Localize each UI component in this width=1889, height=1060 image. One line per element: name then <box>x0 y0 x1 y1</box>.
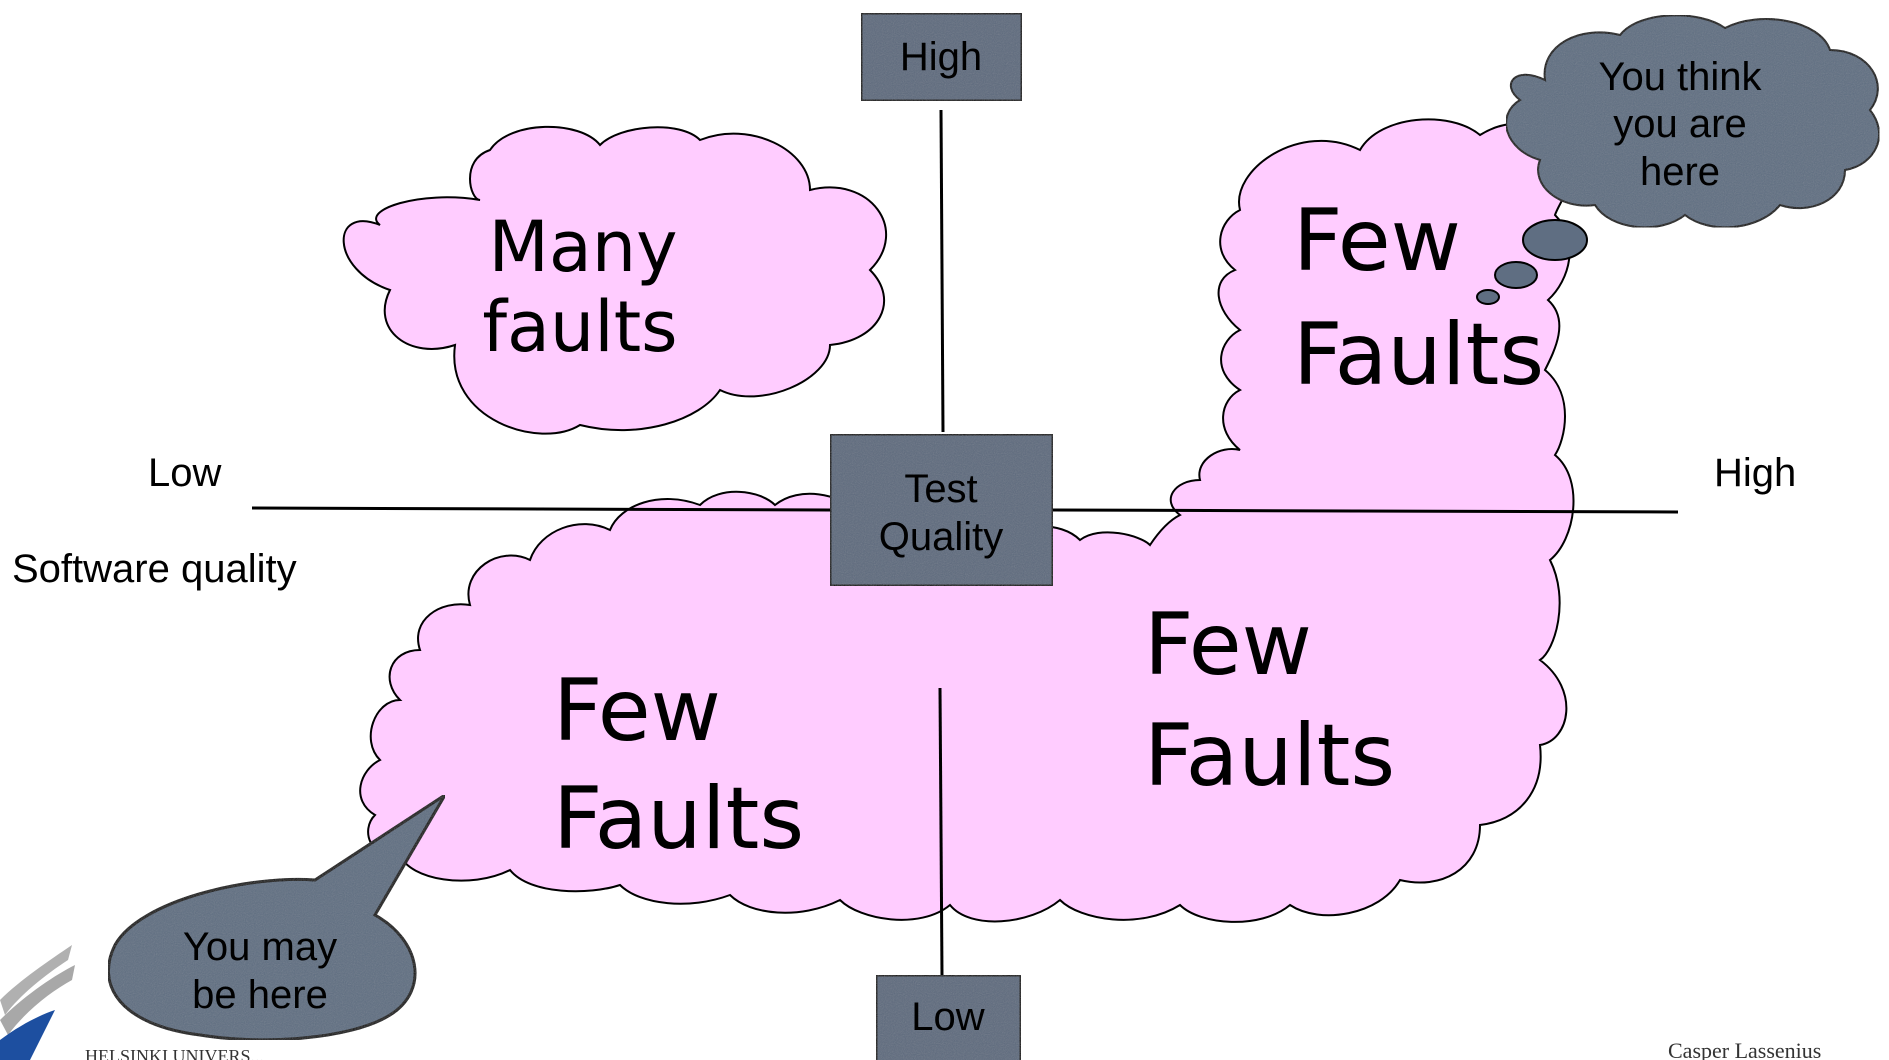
university-logo <box>0 945 75 1060</box>
horizontal-axis-right <box>1052 508 1679 514</box>
thought-dot-small <box>1476 289 1500 305</box>
thought-line3: here <box>1640 150 1720 194</box>
cloud-bottom-right-line1: Few <box>1144 595 1312 695</box>
horizontal-high-label: High <box>1714 451 1796 495</box>
cloud-bottom-left-line1: Few <box>553 661 721 761</box>
vertical-axis-top <box>939 109 945 433</box>
cloud-bottom-right-line2: Faults <box>1144 706 1395 806</box>
thought-dot-large <box>1522 219 1588 261</box>
horizontal-axis-left <box>251 506 831 512</box>
thought-bubble <box>1505 14 1881 229</box>
low-box-label: Low <box>911 995 984 1039</box>
thought-line1: You think <box>1598 55 1762 99</box>
speech-line1: You may <box>183 925 337 969</box>
cloud-top-left-line2: faults <box>482 286 677 368</box>
thought-line2: you are <box>1613 102 1746 146</box>
cloud-top-left-line1: Many <box>488 206 677 288</box>
test-quality-label-2: Quality <box>879 515 1004 559</box>
cloud-bottom-left-line2: Faults <box>553 769 804 869</box>
low-box <box>874 973 1023 1060</box>
cloud-top-right-line1: Few <box>1293 191 1461 291</box>
footer-university: HELSINKI UNIVERS... <box>85 1046 264 1060</box>
footer-author: Casper Lassenius <box>1668 1038 1821 1060</box>
cloud-top-right-line2: Faults <box>1293 305 1544 405</box>
thought-dot-medium <box>1494 261 1538 289</box>
high-box <box>859 11 1024 103</box>
test-quality-box <box>828 432 1055 588</box>
cloud-top-left <box>342 125 888 435</box>
software-quality-label: Software quality <box>12 547 297 591</box>
speech-line2: be here <box>192 973 328 1017</box>
test-quality-label-1: Test <box>904 467 977 511</box>
speech-bubble <box>106 793 447 1042</box>
high-box-label: High <box>900 35 982 79</box>
horizontal-low-label: Low <box>148 451 221 495</box>
vertical-axis-bottom <box>938 687 944 976</box>
